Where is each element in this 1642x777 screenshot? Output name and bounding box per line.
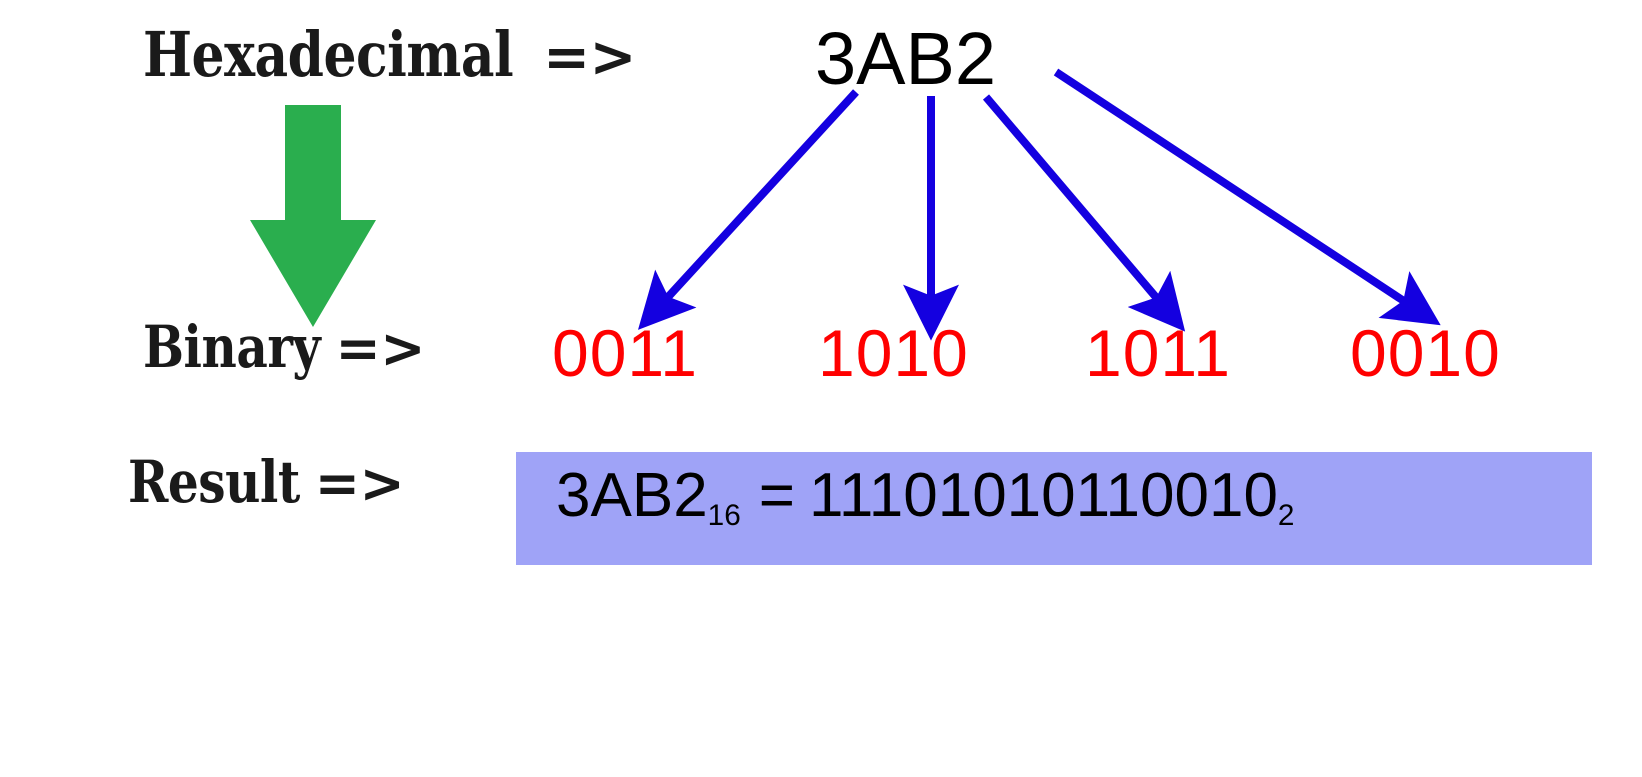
result-hex-mantissa: 3AB2	[556, 461, 708, 530]
double-arrow-right-icon: =>	[335, 317, 426, 380]
binary-label-text: Binary	[143, 313, 321, 381]
result-hex-subscript: 16	[707, 498, 741, 532]
binary-nibble: 0011	[552, 316, 698, 390]
binary-nibble: 0010	[1350, 316, 1501, 390]
result-equation: 3AB216 =111010101100102	[556, 461, 1295, 532]
double-arrow-right-icon: =>	[314, 452, 405, 515]
binary-row-label: Binary=>	[143, 313, 426, 381]
green-down-arrow-icon	[250, 105, 376, 327]
binary-nibble: 1011	[1085, 316, 1231, 390]
result-binary-mantissa: 11101010110010	[808, 461, 1278, 530]
hexadecimal-row-label: Hexadecimal=>	[143, 24, 636, 86]
result-equals-sign: =	[758, 461, 795, 530]
result-row-label: Result=>	[128, 448, 405, 516]
mapping-arrow-3	[982, 94, 1186, 332]
hexadecimal-label-text: Hexadecimal	[143, 18, 514, 91]
mapping-arrow-4	[1053, 68, 1441, 326]
result-binary-subscript: 2	[1277, 498, 1295, 532]
binary-nibble: 1010	[818, 316, 969, 390]
result-label-text: Result	[128, 448, 300, 516]
result-highlight-box	[516, 452, 1592, 565]
double-arrow-right-icon: =>	[543, 25, 636, 90]
hexadecimal-value: 3AB2	[815, 17, 997, 100]
mapping-arrow-1	[637, 89, 859, 330]
